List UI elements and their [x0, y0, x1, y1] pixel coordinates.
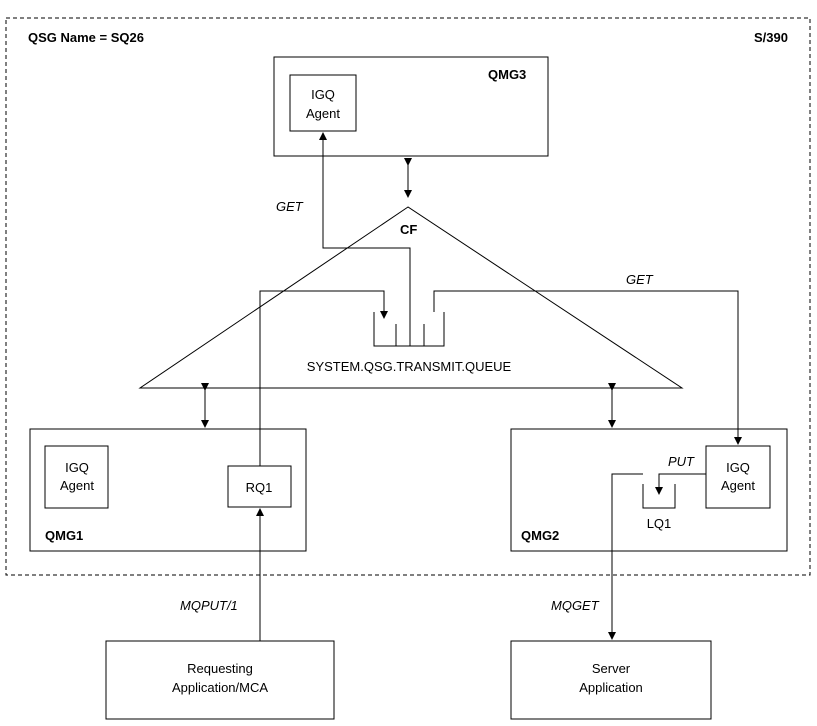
qmg1-agent-line2: Agent — [60, 478, 94, 493]
put-arrow — [655, 473, 706, 495]
qmg2-igq-agent — [705, 445, 771, 509]
cf-label: CF — [400, 222, 417, 237]
mqput-label: MQPUT/1 — [180, 598, 238, 613]
qsg-region — [5, 17, 811, 576]
server-app-box — [510, 640, 712, 720]
qmg2-agent-line1: IGQ — [726, 460, 750, 475]
get-to-qmg3-arrow — [319, 132, 411, 324]
qmg2-label: QMG2 — [521, 528, 559, 543]
qmg3-agent-line1: IGQ — [311, 87, 335, 102]
put-label: PUT — [668, 454, 695, 469]
transmit-queue — [373, 312, 445, 347]
lq1-label: LQ1 — [647, 516, 672, 531]
rq1-label: RQ1 — [246, 480, 273, 495]
transmit-queue-label: SYSTEM.QSG.TRANSMIT.QUEUE — [307, 359, 512, 374]
requesting-app-line1: Requesting — [187, 661, 253, 676]
qmg1-label: QMG1 — [45, 528, 83, 543]
qmg3-label: QMG3 — [488, 67, 526, 82]
mqget-arrow — [608, 473, 643, 640]
rq1-queue — [227, 465, 292, 508]
qmg3-igq-agent — [289, 74, 357, 132]
qmg2-agent-line2: Agent — [721, 478, 755, 493]
qmg1-igq-agent — [44, 445, 109, 509]
get-right-label: GET — [626, 272, 654, 287]
qmg1-agent-line1: IGQ — [65, 460, 89, 475]
rq1-to-transmit-arrow — [259, 290, 388, 466]
requesting-app-box — [105, 640, 335, 720]
server-app-line2: Application — [579, 680, 643, 695]
get-to-qmg2-arrow — [433, 290, 742, 445]
qmg3-agent-line2: Agent — [306, 106, 340, 121]
mqget-label: MQGET — [551, 598, 600, 613]
server-app-line1: Server — [592, 661, 631, 676]
system-label: S/390 — [754, 30, 788, 45]
requesting-app-line2: Application/MCA — [172, 680, 268, 695]
get-left-label: GET — [276, 199, 304, 214]
lq1-queue — [642, 484, 676, 509]
qsg-name-label: QSG Name = SQ26 — [28, 30, 144, 45]
cf-structure — [138, 206, 684, 389]
